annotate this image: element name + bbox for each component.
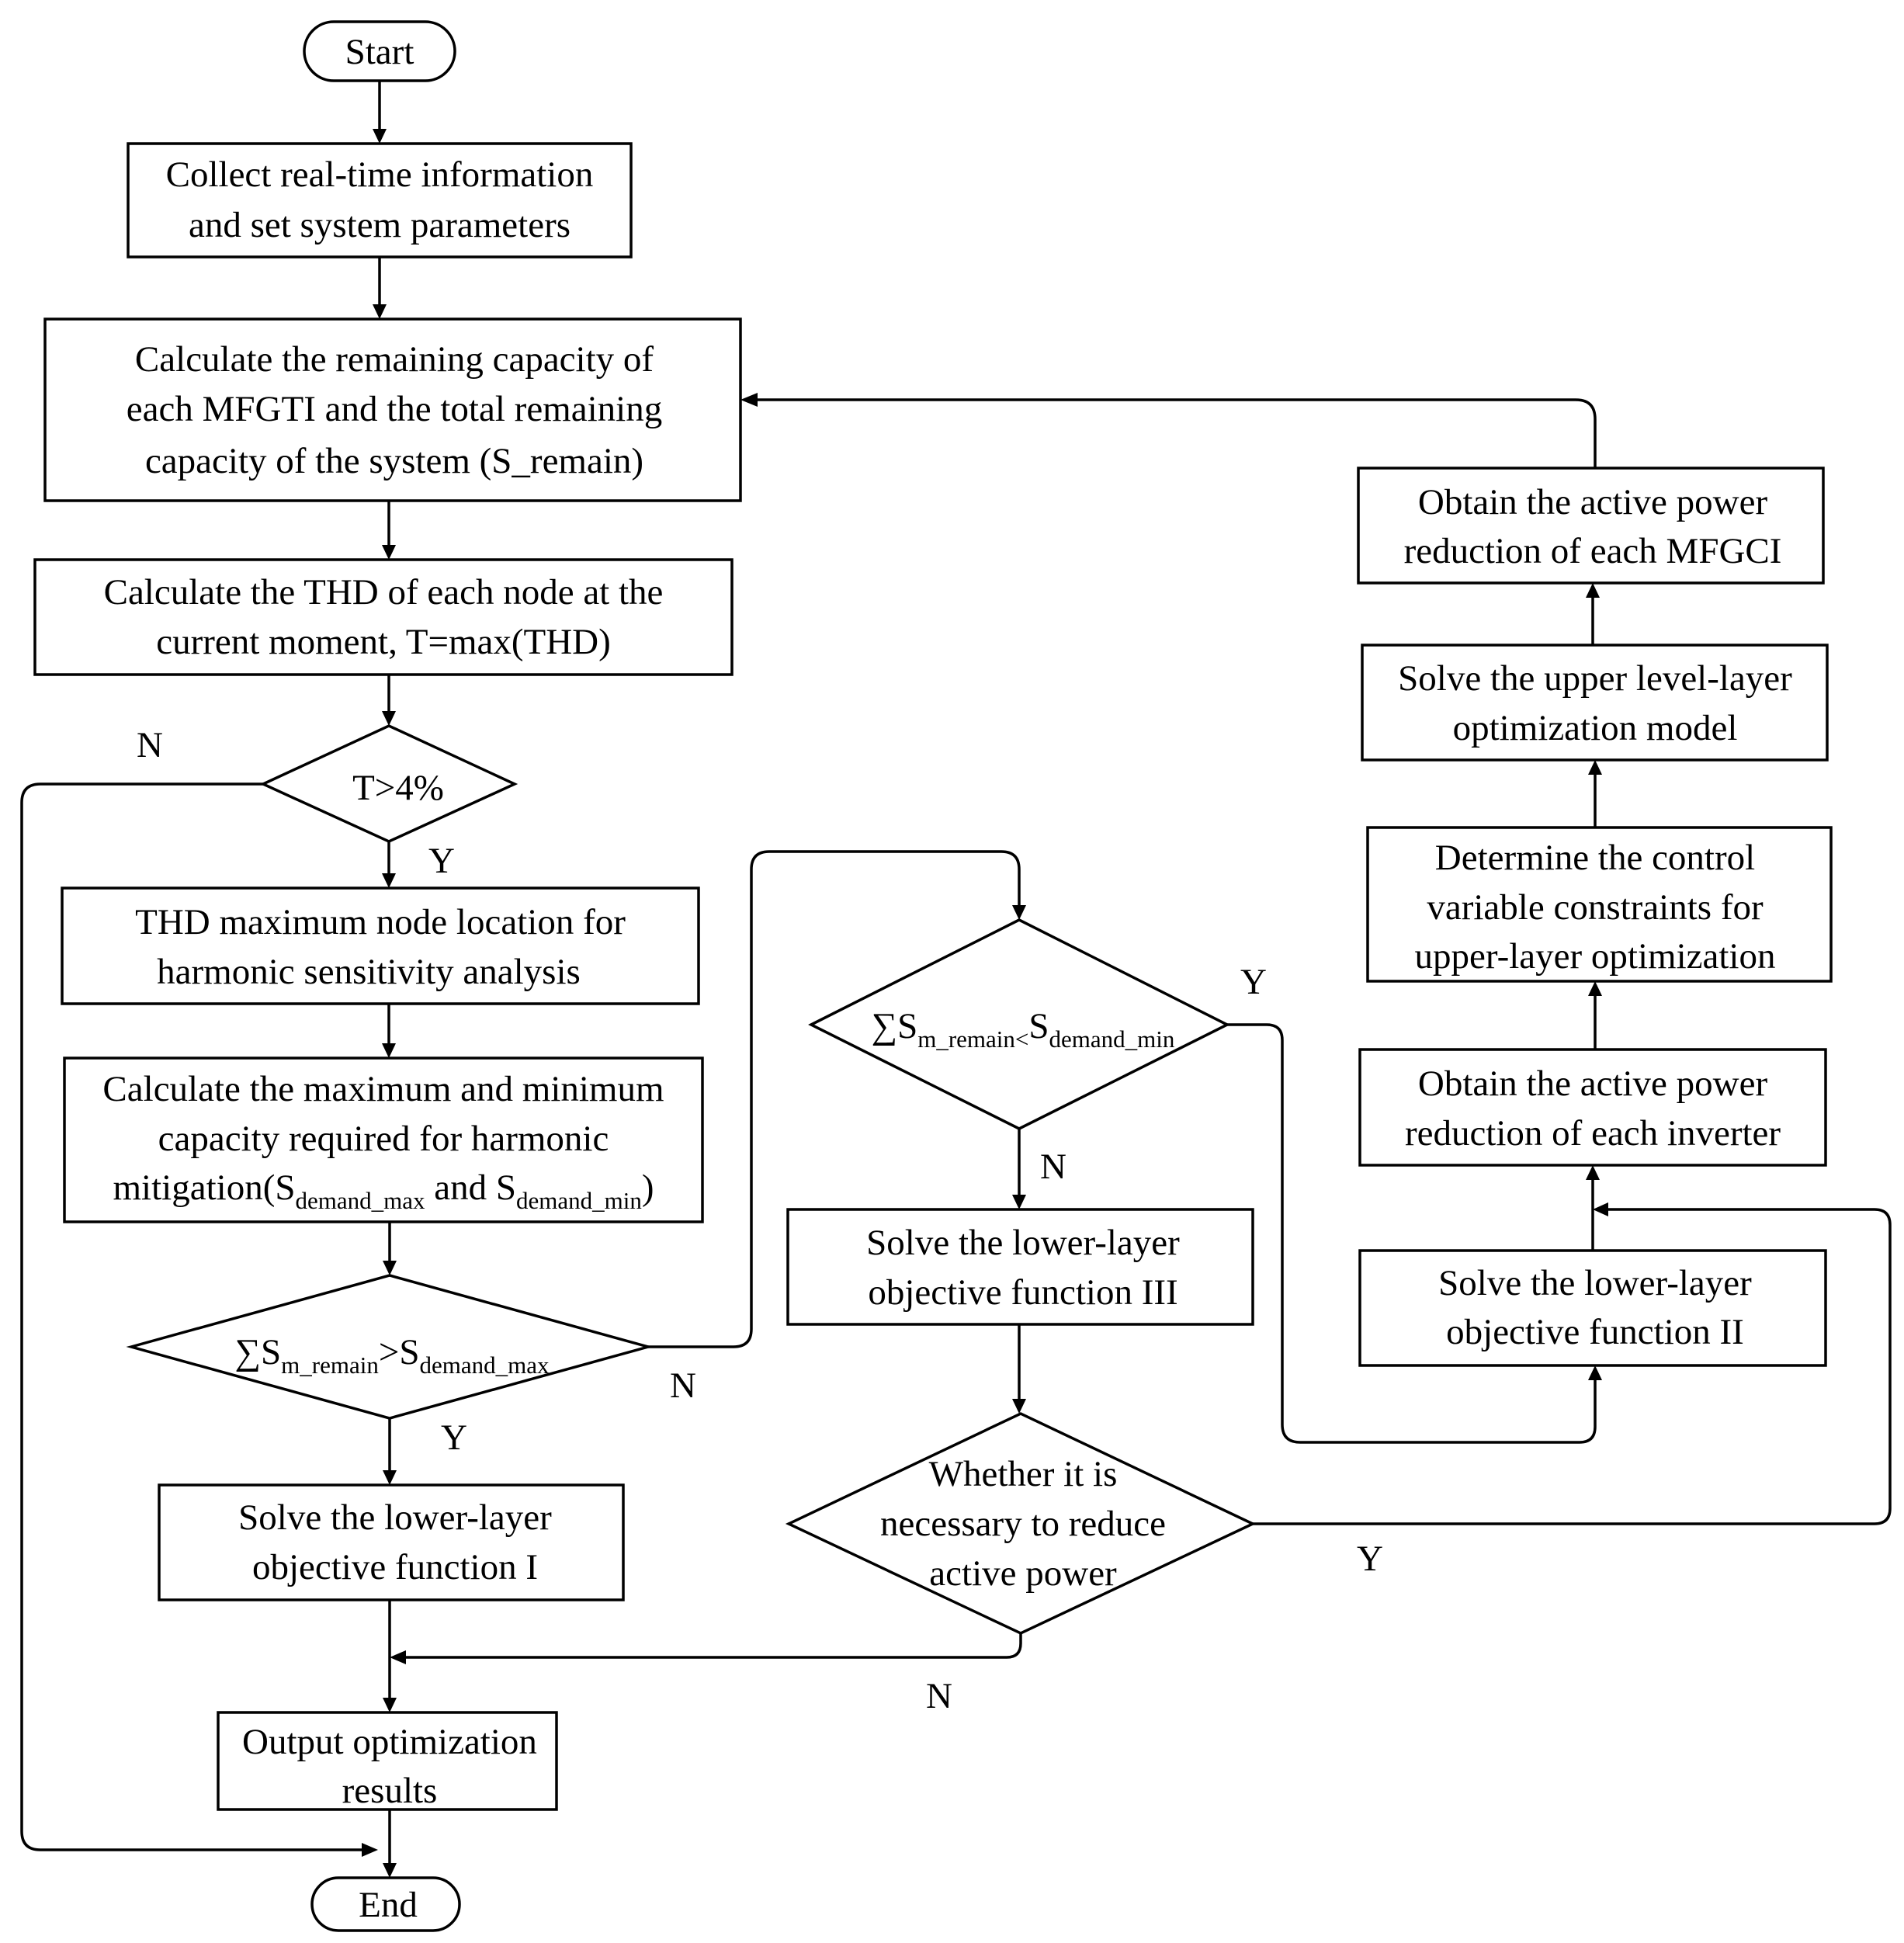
end-terminator: End (310, 1876, 461, 1932)
arrowhead (382, 1043, 396, 1058)
connector-mfgci-capacity (754, 398, 1597, 468)
label-reduce-yes: Y (1357, 1539, 1383, 1579)
thd-node-line-1: THD maximum node location for (135, 902, 626, 942)
obtain-mfgci-box: Obtain the active power reduction of eac… (1357, 467, 1825, 585)
calc-capacity-line-3: capacity of the system (S_remain) (145, 441, 643, 481)
connector-reduce-yes-inverter (1253, 1208, 1892, 1525)
thd-node-location-box: THD maximum node location for harmonic s… (61, 886, 700, 1005)
label-thd-no: N (137, 725, 163, 765)
solve-ii-line-1: Solve the lower-layer (1438, 1263, 1752, 1303)
start-terminator: Start (303, 20, 456, 82)
solve-upper-line-1: Solve the upper level-layer (1398, 658, 1792, 699)
determine-line-3: upper-layer optimization (1415, 936, 1776, 977)
arrowhead (1588, 1365, 1602, 1380)
calc-demand-line-2: capacity required for harmonic (158, 1119, 609, 1159)
determine-constraints-box: Determine the control variable constrain… (1366, 826, 1833, 983)
calc-demand-line-1: Calculate the maximum and minimum (102, 1069, 664, 1109)
solve-iii-line-2: objective function III (868, 1272, 1177, 1313)
connector-thd-no-end (20, 782, 365, 1851)
start-label: Start (345, 32, 414, 72)
label-thd-yes: Y (428, 841, 455, 881)
solve-ii-line-2: objective function II (1446, 1312, 1744, 1352)
decision-capacity-max-label: ∑Sm_remain>Sdemand_max (234, 1332, 550, 1379)
connector-max-no-min (648, 850, 1021, 1348)
decision-reduce-power: Whether it is necessary to reduce active… (785, 1412, 1257, 1635)
obtain-mfgci-line-2: reduction of each MFGCI (1404, 531, 1782, 571)
decision-thd-threshold: T>4% (259, 724, 518, 843)
solve-upper-line-2: optimization model (1453, 708, 1738, 748)
calc-capacity-line-1: Calculate the remaining capacity of (135, 339, 654, 380)
arrowhead (1012, 905, 1026, 920)
obtain-mfgci-line-1: Obtain the active power (1418, 482, 1768, 522)
arrowhead (383, 1698, 397, 1712)
solve-objective-iii-box: Solve the lower-layer objective function… (786, 1208, 1254, 1326)
arrowhead (1588, 760, 1602, 775)
branch-labels: N Y N Y Y N Y N (137, 725, 1383, 1716)
decision-reduce-line-3: active power (929, 1553, 1117, 1594)
solve-i-line-2: objective function I (252, 1547, 538, 1587)
solve-iii-line-1: Solve the lower-layer (866, 1223, 1180, 1263)
arrowhead (373, 129, 387, 144)
arrowhead (1586, 583, 1600, 598)
solve-objective-i-box: Solve the lower-layer objective function… (158, 1483, 625, 1601)
decision-capacity-max: ∑Sm_remain>Sdemand_max (126, 1274, 654, 1420)
connector-reduce-no-output (403, 1633, 1022, 1659)
arrowhead (1588, 981, 1602, 996)
arrowhead (390, 1650, 406, 1664)
label-max-no: N (670, 1365, 696, 1406)
arrowhead (373, 304, 387, 319)
arrowhead (382, 873, 396, 888)
calc-thd-box: Calculate the THD of each node at the cu… (33, 558, 734, 676)
connector-min-yes-solve-ii (1227, 1023, 1597, 1444)
calc-thd-line-2: current moment, T=max(THD) (156, 622, 611, 662)
arrowhead (382, 545, 396, 560)
obtain-inverter-box: Obtain the active power reduction of eac… (1358, 1048, 1827, 1167)
arrowhead (1593, 1202, 1608, 1216)
calc-demand-line-3: mitigation(Sdemand_max and Sdemand_min) (113, 1168, 654, 1214)
arrowhead (383, 1863, 397, 1878)
label-max-yes: Y (441, 1417, 467, 1458)
decision-reduce-line-2: necessary to reduce (880, 1504, 1166, 1544)
output-line-1: Output optimization (242, 1722, 537, 1762)
collect-line-1: Collect real-time information (166, 154, 594, 195)
collect-line-2: and set system parameters (189, 205, 571, 245)
collect-info-box: Collect real-time information and set sy… (127, 142, 633, 258)
obtain-inverter-line-1: Obtain the active power (1418, 1063, 1768, 1104)
arrowhead (1012, 1399, 1026, 1414)
arrowhead (1012, 1195, 1026, 1209)
solve-upper-box: Solve the upper level-layer optimization… (1361, 644, 1829, 762)
solve-i-line-1: Solve the lower-layer (238, 1497, 552, 1538)
output-line-2: results (342, 1771, 438, 1811)
arrowhead (383, 1470, 397, 1485)
calc-demand-box: Calculate the maximum and minimum capaci… (63, 1057, 704, 1223)
decision-capacity-min-label: ∑Sm_remain<Sdemand_min (872, 1006, 1175, 1053)
calc-capacity-box: Calculate the remaining capacity of each… (43, 317, 742, 502)
arrowhead (1586, 1165, 1600, 1180)
obtain-inverter-line-2: reduction of each inverter (1405, 1113, 1781, 1154)
thd-node-line-2: harmonic sensitivity analysis (157, 952, 581, 992)
label-reduce-no: N (926, 1676, 952, 1716)
determine-line-2: variable constraints for (1427, 887, 1764, 928)
determine-line-1: Determine the control (1435, 838, 1755, 878)
label-min-yes: Y (1240, 962, 1267, 1002)
label-min-no: N (1040, 1147, 1066, 1187)
connectors (20, 81, 1892, 1878)
arrowhead (382, 711, 396, 726)
arrowhead (383, 1261, 397, 1275)
decision-capacity-min: ∑Sm_remain<Sdemand_min (808, 918, 1230, 1130)
solve-objective-ii-box: Solve the lower-layer objective function… (1358, 1249, 1827, 1367)
decision-reduce-line-1: Whether it is (929, 1454, 1118, 1494)
arrowhead (740, 393, 758, 407)
decision-thd-label: T>4% (352, 768, 444, 808)
arrowhead (362, 1843, 378, 1857)
calc-thd-line-1: Calculate the THD of each node at the (104, 572, 664, 612)
output-results-box: Output optimization results (217, 1711, 558, 1811)
end-label: End (359, 1885, 418, 1925)
calc-capacity-line-2: each MFGTI and the total remaining (127, 389, 662, 429)
